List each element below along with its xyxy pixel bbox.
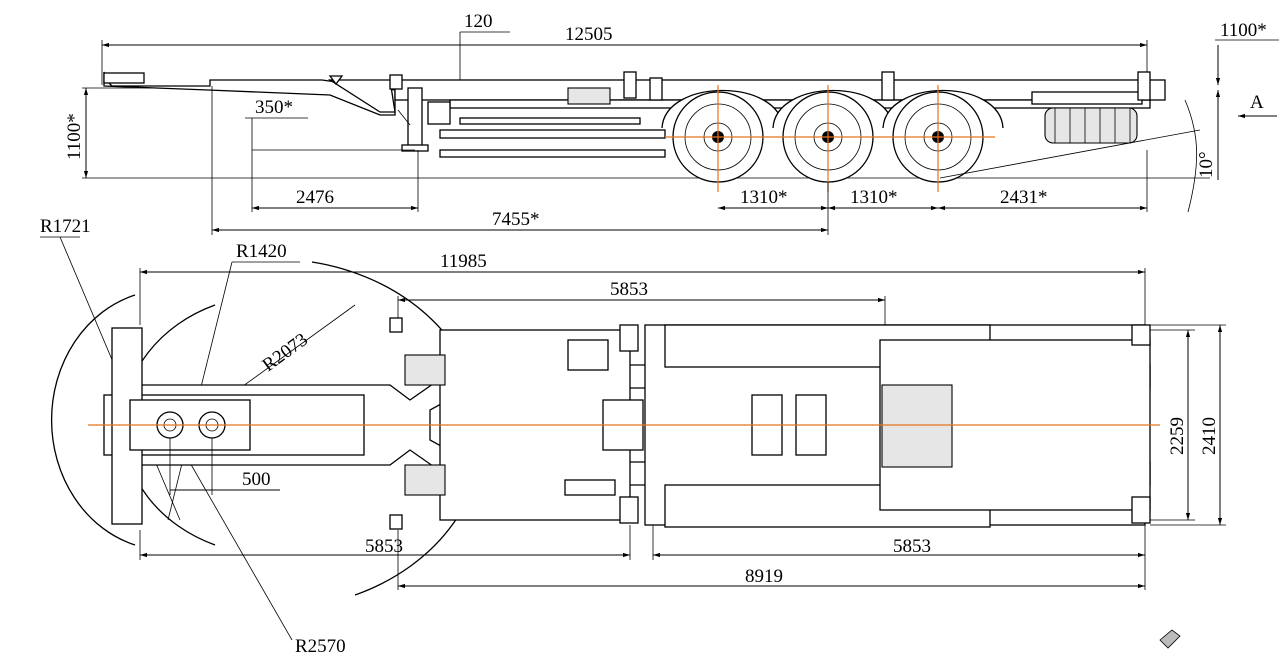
lower-left-5853-label: 5853 xyxy=(365,536,403,557)
offset-120-label: 120 xyxy=(464,11,493,32)
leg-offset-label: 350* xyxy=(255,97,293,118)
overall-length-label: 12505 xyxy=(565,24,613,45)
radius-1420-label: R1420 xyxy=(236,241,287,262)
height-left-label: 1100* xyxy=(64,113,85,160)
top-overall-length-label: 11985 xyxy=(440,251,487,272)
axle-spacing-2-label: 1310* xyxy=(850,187,898,208)
side-view: 12505 120 1100* A 1100* xyxy=(64,11,1279,235)
radius-2570-label: R2570 xyxy=(295,636,346,655)
dim-2476-label: 2476 xyxy=(296,187,334,208)
rear-overhang-label: 2431* xyxy=(1000,187,1048,208)
view-marker-a: A xyxy=(1250,92,1264,113)
height-right-label: 1100* xyxy=(1220,20,1267,41)
width-2259-label: 2259 xyxy=(1167,417,1188,455)
dim-7455-label: 7455* xyxy=(492,209,540,230)
radius-2073-label: R2073 xyxy=(259,329,312,376)
top-view: R1721 R1420 R2073 R2570 11985 5853 xyxy=(40,216,1226,655)
upper-5853-label: 5853 xyxy=(610,279,648,300)
width-2410-label: 2410 xyxy=(1199,417,1220,455)
top-chassis xyxy=(103,317,1151,530)
lower-right-5853-label: 5853 xyxy=(893,536,931,557)
corner-logo-icon xyxy=(1159,629,1181,649)
dim-500-label: 500 xyxy=(242,469,271,490)
wheels xyxy=(665,85,995,192)
twist-locks-side xyxy=(389,71,1151,101)
dim-8919-label: 8919 xyxy=(745,566,783,587)
radius-1721-label: R1721 xyxy=(40,216,91,237)
angle-label: 10° xyxy=(1196,151,1217,178)
axle-spacing-1-label: 1310* xyxy=(740,187,788,208)
